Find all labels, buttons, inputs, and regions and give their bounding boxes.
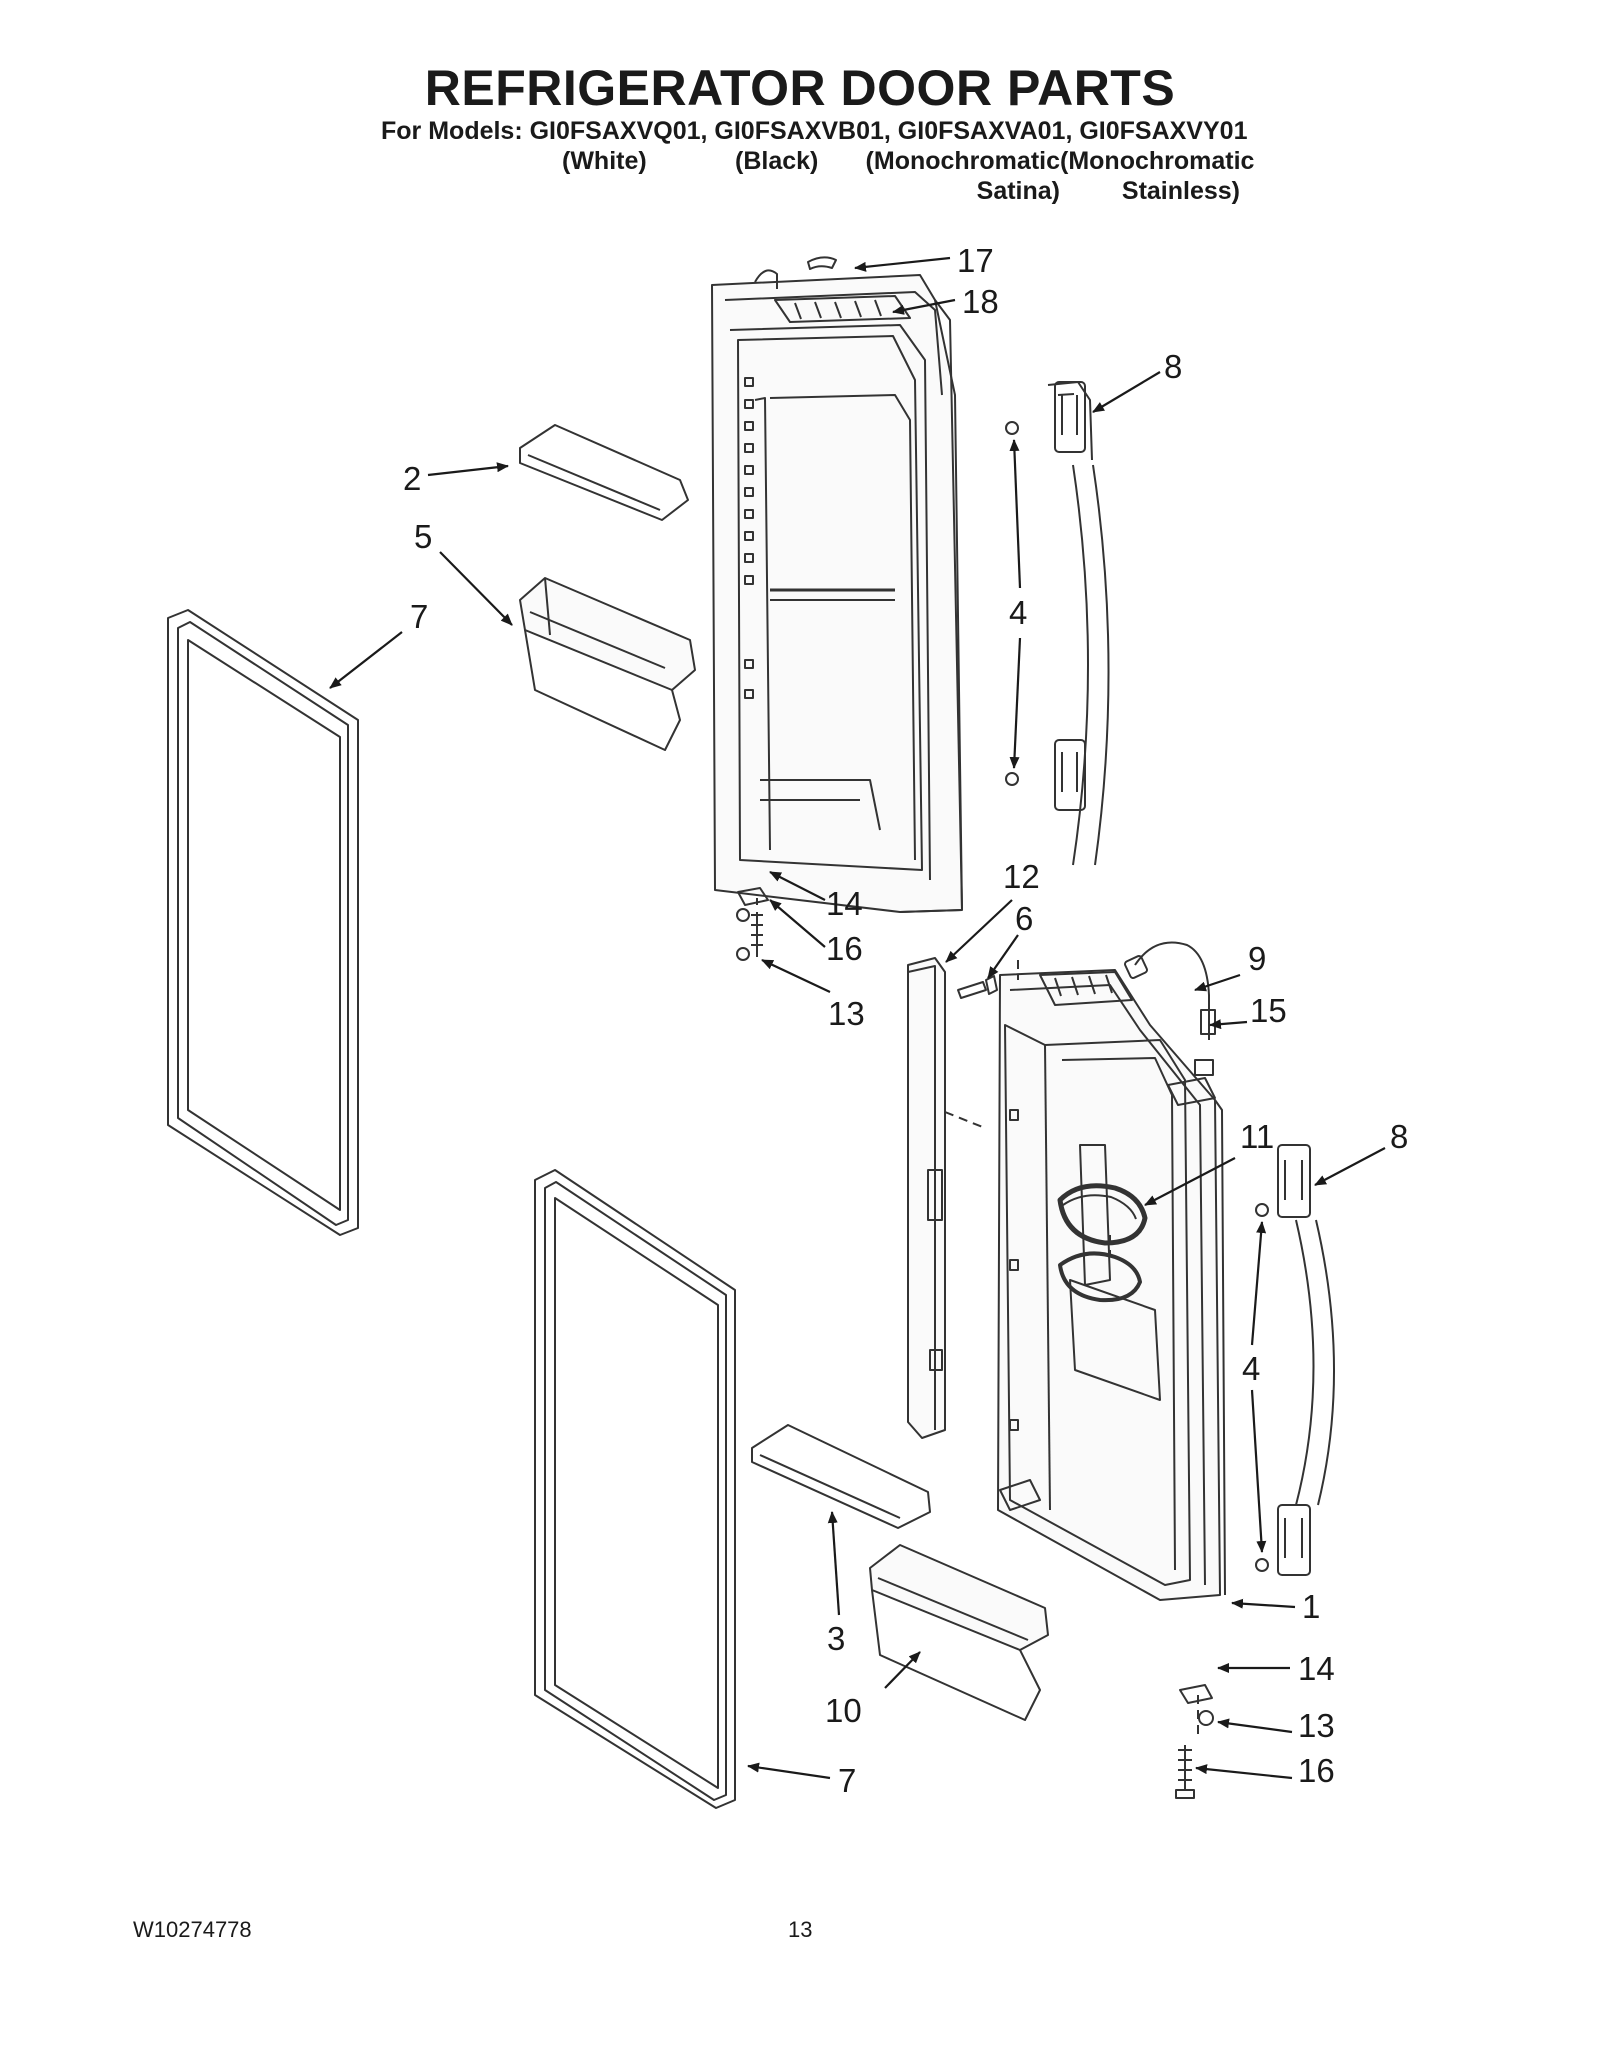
callout-3: 3 bbox=[827, 1620, 845, 1657]
variant-black-line1: (Black) bbox=[735, 147, 819, 175]
upper-handle-screw-top bbox=[1005, 421, 1019, 435]
callout-1: 1 bbox=[1302, 1588, 1320, 1625]
shelf-cover-2 bbox=[519, 424, 689, 521]
ice-seal-11 bbox=[1057, 1183, 1148, 1303]
variant-white: (White) bbox=[562, 146, 647, 176]
upper-handle-screw-bottom bbox=[1005, 772, 1019, 786]
gasket-7-lower bbox=[534, 1169, 736, 1809]
callout-8-lower: 8 bbox=[1390, 1118, 1408, 1155]
variant-satina-line1: (Monochromatic bbox=[865, 147, 1060, 175]
callout-13-lower: 13 bbox=[1298, 1707, 1335, 1744]
callout-16-lower: 16 bbox=[1298, 1752, 1335, 1789]
variant-stainless-line1: (Monochromatic bbox=[1060, 147, 1255, 175]
callout-14-upper: 14 bbox=[826, 885, 863, 922]
variant-white-line1: (White) bbox=[562, 147, 647, 175]
callout-13-upper: 13 bbox=[828, 995, 865, 1032]
upper-liner-dimples bbox=[744, 377, 754, 699]
page-title: REFRIGERATOR DOOR PARTS bbox=[424, 60, 1176, 116]
callout-10: 10 bbox=[825, 1692, 862, 1729]
callout-16-upper: 16 bbox=[826, 930, 863, 967]
callout-5: 5 bbox=[414, 518, 432, 555]
callout-15: 15 bbox=[1250, 992, 1287, 1029]
lower-handle bbox=[1277, 1144, 1335, 1576]
callout-17: 17 bbox=[957, 242, 994, 279]
variant-stainless: (Monochromatic Stainless) bbox=[1060, 146, 1255, 206]
variant-satina: (Monochromatic Satina) bbox=[860, 146, 1060, 206]
callout-12: 12 bbox=[1003, 858, 1040, 895]
lower-handle-screw-bottom bbox=[1255, 1558, 1269, 1572]
hinge-shim-14 bbox=[1179, 1684, 1213, 1704]
callout-8-upper: 8 bbox=[1164, 348, 1182, 385]
callout-7-upper: 7 bbox=[410, 598, 428, 635]
variant-black: (Black) bbox=[735, 146, 818, 176]
upper-door-liner bbox=[711, 269, 963, 913]
shelf-cover-3 bbox=[751, 1424, 931, 1529]
callout-4-lower: 4 bbox=[1242, 1350, 1260, 1387]
callout-18: 18 bbox=[962, 283, 999, 320]
models-line: For Models: GI0FSAXVQ01, GI0FSAXVB01, GI… bbox=[381, 117, 1248, 145]
gasket-7-upper bbox=[167, 609, 359, 1236]
document-number: W10274778 bbox=[133, 1917, 252, 1942]
callout-4-upper: 4 bbox=[1009, 594, 1027, 631]
callout-14-lower: 14 bbox=[1298, 1650, 1335, 1687]
part-6-pin bbox=[957, 981, 987, 999]
lower-door-liner bbox=[997, 969, 1226, 1601]
lower-handle-screw-top bbox=[1255, 1203, 1269, 1217]
mullion-12 bbox=[907, 957, 946, 1439]
callout-9: 9 bbox=[1248, 940, 1266, 977]
variant-stainless-line2: Stainless) bbox=[1121, 177, 1240, 205]
callout-11: 11 bbox=[1240, 1118, 1274, 1155]
variant-satina-line2: Satina) bbox=[976, 177, 1060, 205]
callout-2: 2 bbox=[403, 460, 421, 497]
door-bin-10 bbox=[869, 1544, 1049, 1721]
page-number: 13 bbox=[788, 1917, 813, 1942]
callout-6: 6 bbox=[1015, 900, 1033, 937]
door-bin-5 bbox=[519, 577, 696, 751]
part-17-clip bbox=[807, 256, 837, 270]
callout-7-lower: 7 bbox=[838, 1762, 856, 1799]
upper-handle bbox=[1047, 381, 1110, 866]
